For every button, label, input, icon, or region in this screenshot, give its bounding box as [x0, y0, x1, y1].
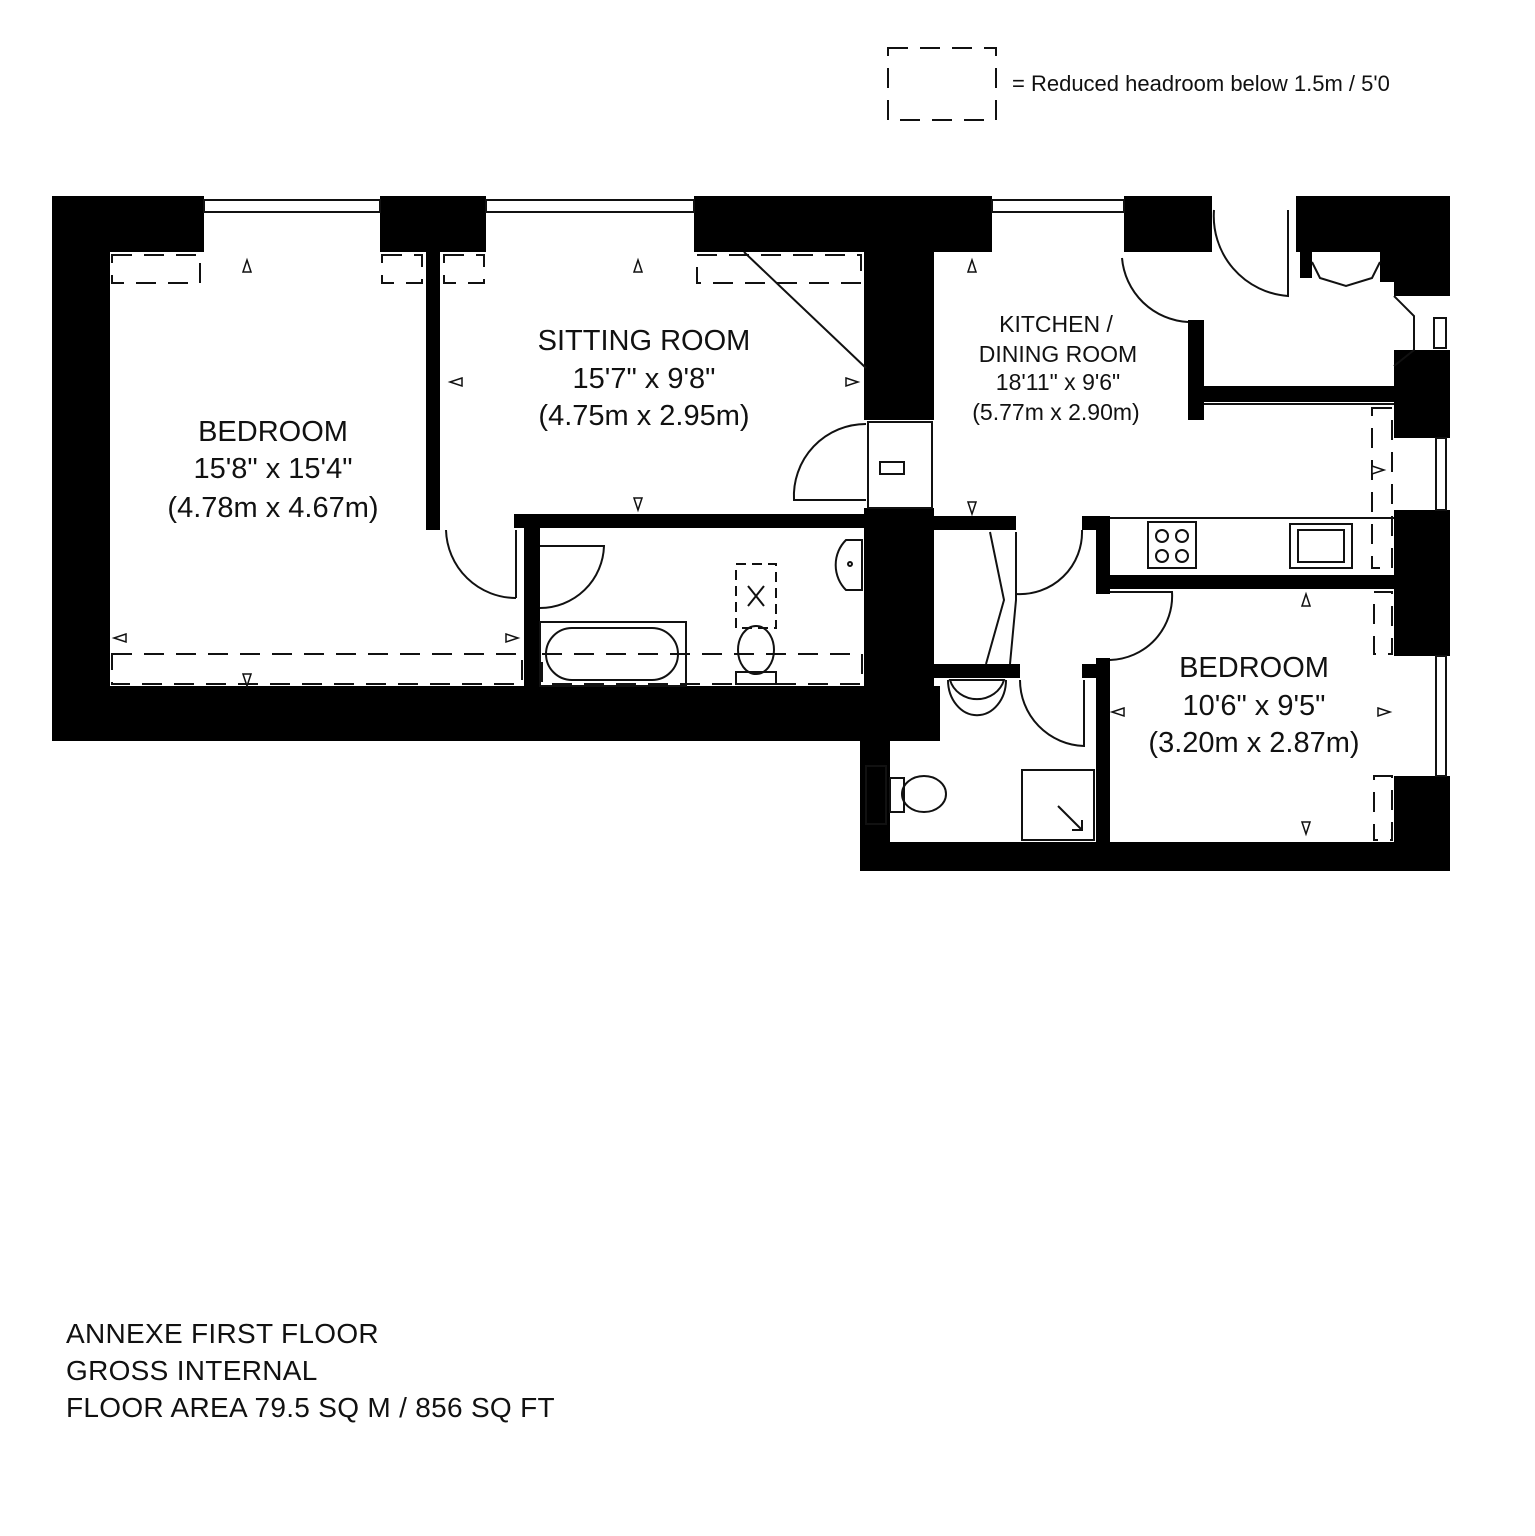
legend-dashed-box [887, 47, 997, 121]
bedroom-2-name: BEDROOM [1179, 652, 1329, 684]
sitting-room-imperial: 15'7" x 9'8" [573, 363, 716, 395]
bathtub [539, 621, 687, 687]
room-bedroom-2: BEDROOM 10'6" x 9'5" (3.20m x 2.87m) [1148, 652, 1359, 759]
kitchen-metric: (5.77m x 2.90m) [972, 399, 1139, 425]
floor-area-caption: ANNEXE FIRST FLOOR GROSS INTERNAL FLOOR … [66, 1315, 555, 1426]
doors [445, 209, 1289, 748]
measurement-arrows [111, 257, 1393, 837]
door-cupboard-right [1009, 532, 1017, 665]
bedroom-2-metric: (3.20m x 2.87m) [1148, 727, 1359, 759]
room-sitting-room: SITTING ROOM 15'7" x 9'8" (4.75m x 2.95m… [538, 325, 751, 432]
door-bathroom [539, 545, 606, 609]
bedroom-2-imperial: 10'6" x 9'5" [1183, 690, 1326, 722]
room-bedroom-1: BEDROOM 15'8" x 15'4" (4.78m x 4.67m) [167, 416, 378, 524]
cupboard-handle [879, 461, 905, 475]
door-cupboard-left [985, 531, 1006, 665]
bedroom-1-metric: (4.78m x 4.67m) [167, 492, 378, 524]
door-shower-room [1019, 679, 1085, 748]
reduced-headroom-zones [111, 254, 1393, 841]
hob [1147, 521, 1197, 569]
sitting-room-name: SITTING ROOM [538, 325, 751, 357]
window-bedroom2 [1435, 655, 1447, 777]
walls [52, 196, 1450, 871]
window-kitchen-side [1435, 437, 1447, 511]
kitchen-name-line2: DINING ROOM [979, 341, 1137, 367]
window-kitchen [991, 199, 1125, 213]
area-line-1: ANNEXE FIRST FLOOR [66, 1318, 379, 1349]
window-sitting-room [485, 199, 695, 213]
bedroom-1-name: BEDROOM [198, 416, 348, 448]
legend-text: = Reduced headroom below 1.5m / 5'0 [1012, 71, 1390, 96]
bathroom-toilet [737, 625, 775, 675]
door-bedroom [445, 529, 517, 599]
airing-cupboard [867, 421, 933, 509]
door-landing [1015, 529, 1084, 596]
door-sitting-room [792, 422, 867, 501]
shower-room-basin [948, 679, 1006, 701]
shower-room-toilet [901, 775, 947, 813]
door-kitchen-cupboard [1121, 257, 1189, 323]
window-chimney [1433, 317, 1447, 349]
bedroom-1-imperial: 15'8" x 15'4" [193, 453, 352, 485]
area-line-2: GROSS INTERNAL [66, 1355, 318, 1386]
window-bedroom [203, 199, 381, 213]
flue [1393, 295, 1415, 367]
door-store [1212, 209, 1289, 298]
bathroom-basin [834, 539, 863, 591]
sitting-room-diagonal [743, 251, 867, 369]
skylight [735, 563, 777, 629]
window-shower-room [865, 765, 887, 825]
room-kitchen: KITCHEN / DINING ROOM 18'11" x 9'6" (5.7… [972, 311, 1139, 425]
kitchen-sink [1289, 523, 1353, 569]
chimney-breast [1311, 261, 1381, 288]
shower-tray [1021, 769, 1095, 841]
windows [203, 199, 1447, 825]
kitchen-imperial: 18'11" x 9'6" [996, 369, 1120, 395]
legend: = Reduced headroom below 1.5m / 5'0 [887, 47, 1390, 121]
area-line-3: FLOOR AREA 79.5 SQ M / 856 SQ FT [66, 1392, 555, 1423]
sitting-room-metric: (4.75m x 2.95m) [538, 400, 749, 432]
door-bedroom2 [1109, 591, 1174, 661]
kitchen-name-line1: KITCHEN / [999, 311, 1113, 337]
fixtures [539, 261, 1415, 841]
